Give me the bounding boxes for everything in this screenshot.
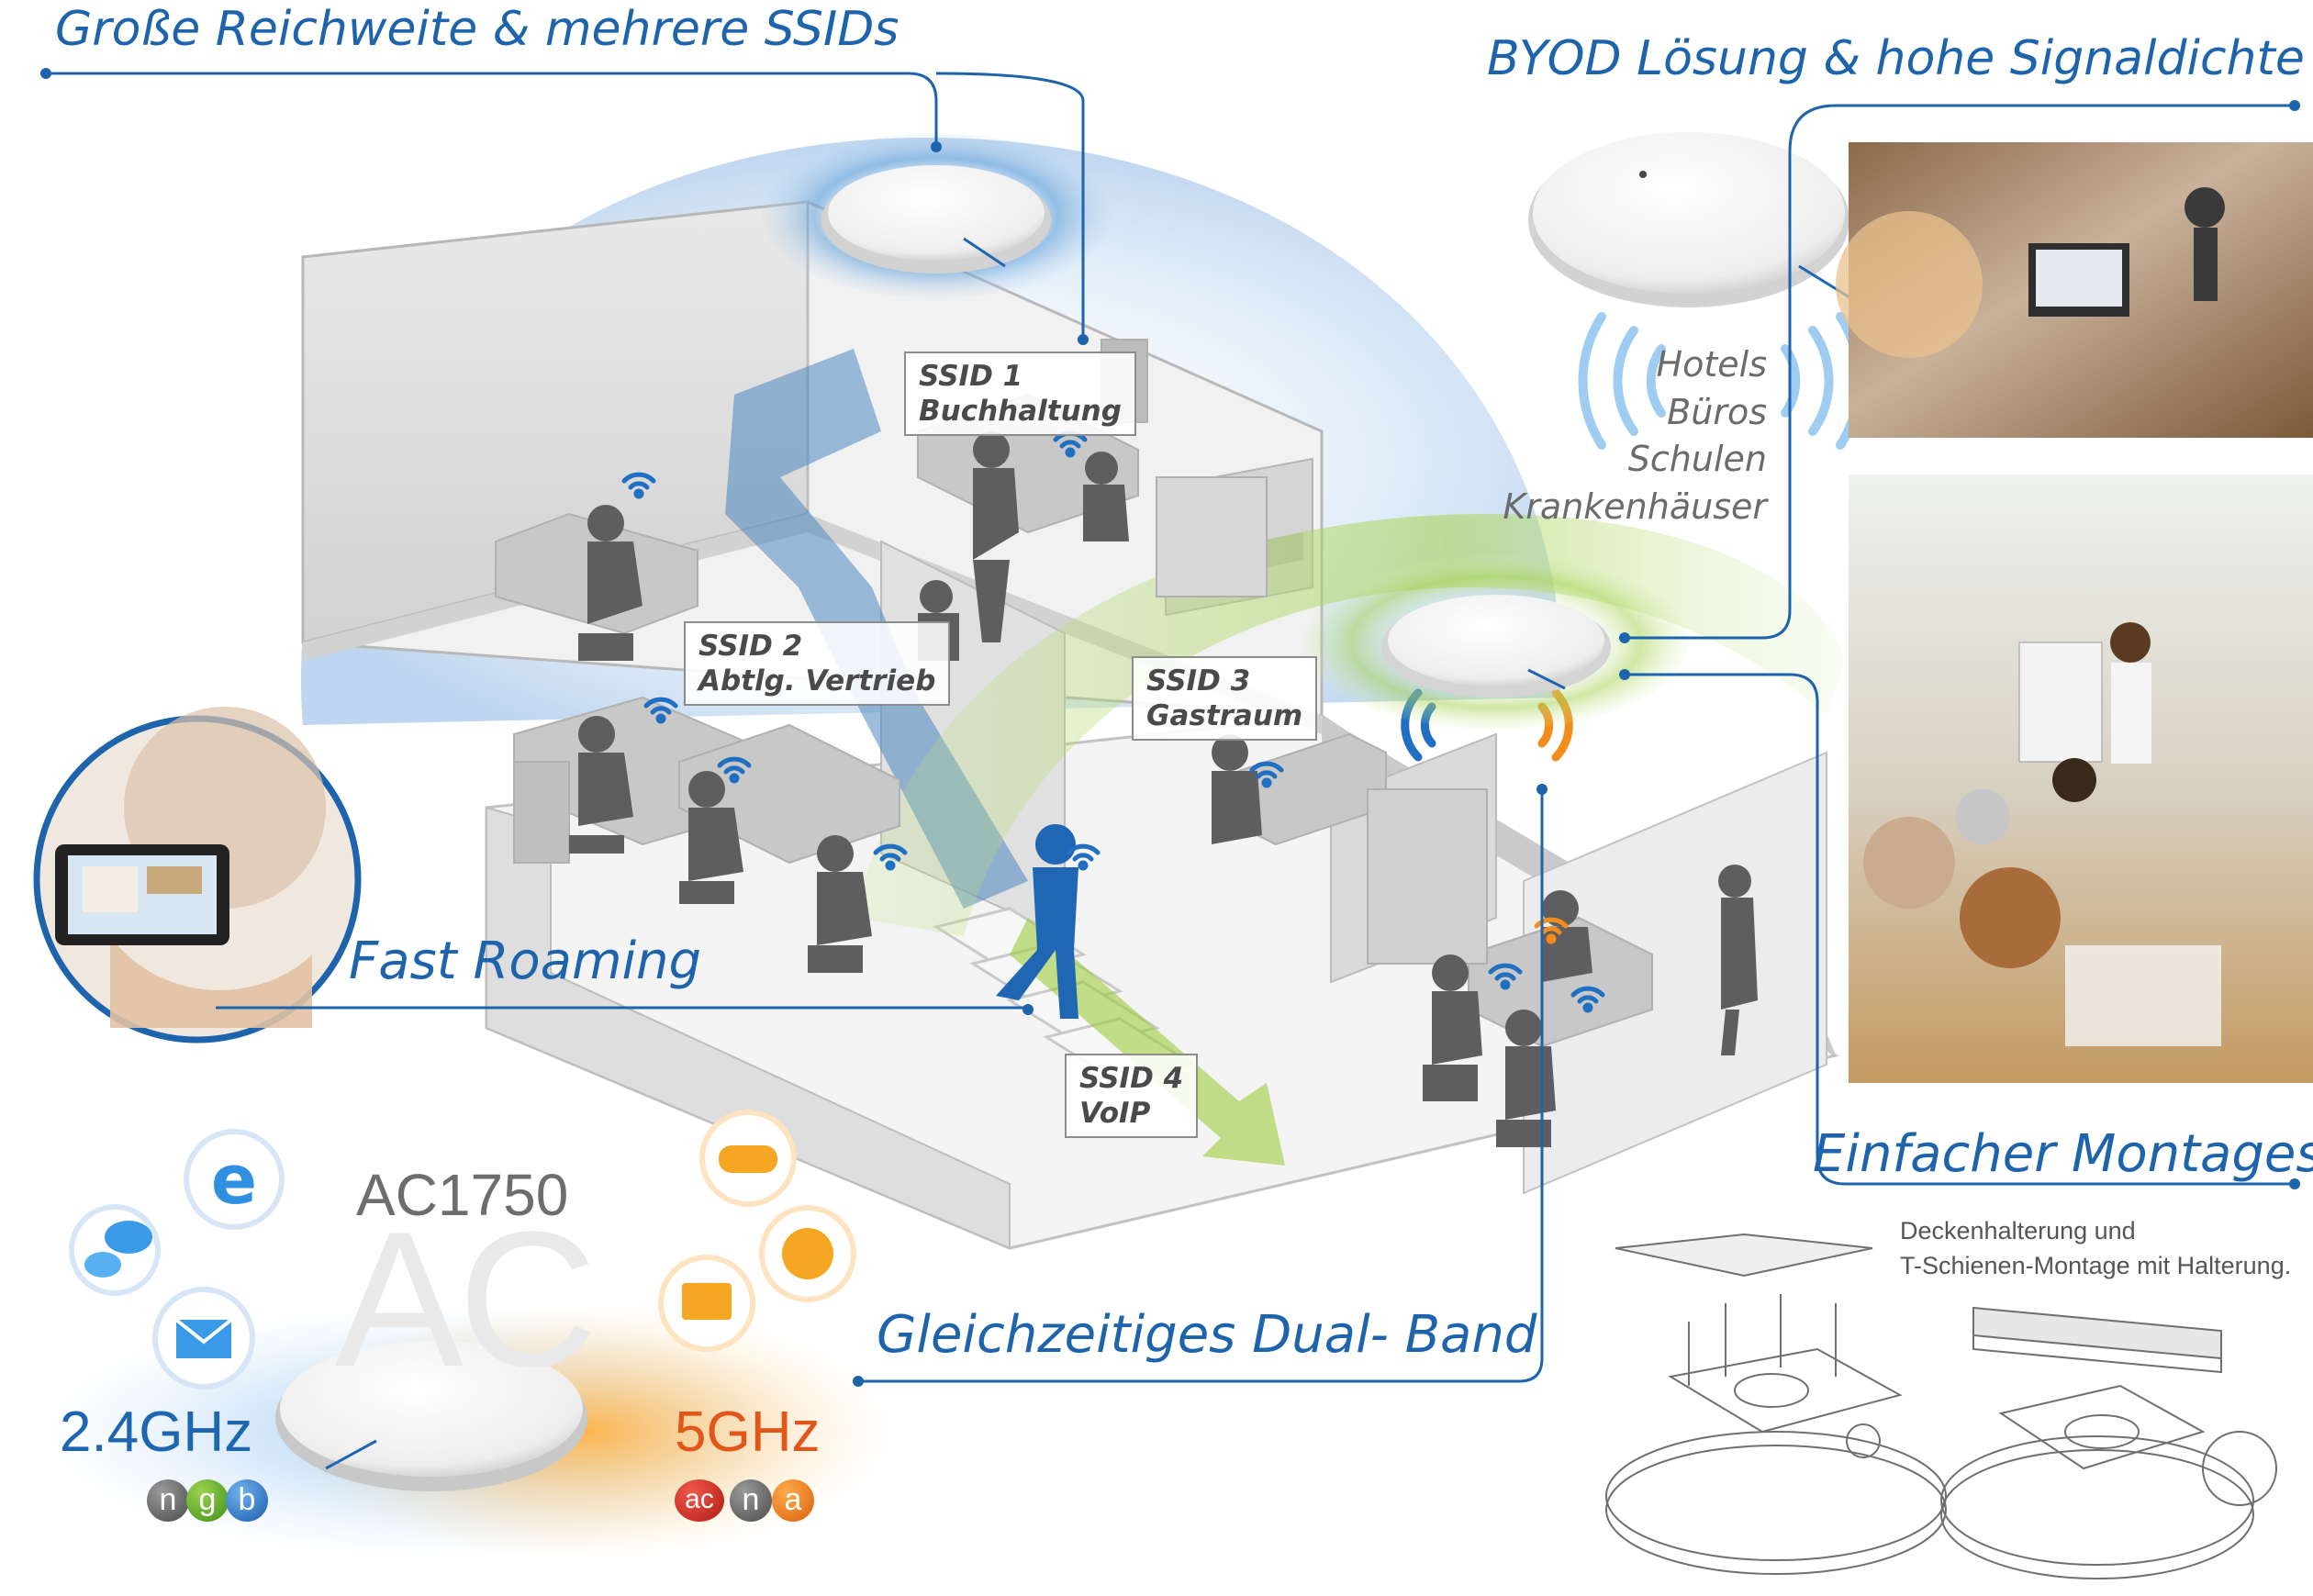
worker <box>569 716 633 854</box>
use-case-schools: Schulen <box>1627 439 1767 479</box>
ssid-name: SSID 3 <box>1146 664 1251 698</box>
mount-note-line: Deckenhalterung und <box>1900 1217 2136 1244</box>
wifi-icons <box>621 430 1605 1013</box>
internet-explorer-icon: e <box>184 1129 285 1230</box>
callout-dots <box>40 68 2300 1387</box>
access-point-room <box>1303 555 1689 730</box>
use-case-offices: Büros <box>1667 392 1767 432</box>
worker <box>1083 452 1129 541</box>
wifi-icon <box>717 756 752 784</box>
worker <box>1718 865 1758 1055</box>
ssid-department: Gastraum <box>1146 699 1303 732</box>
access-point-top <box>762 133 1111 298</box>
headline-dual-band: Gleichzeitiges Dual- Band <box>877 1305 1537 1365</box>
ssid-department: VoIP <box>1079 1097 1151 1130</box>
ssid-label-guest: SSID 3 Gastraum <box>1132 656 1318 741</box>
standard-badge: n <box>730 1479 772 1522</box>
worker <box>808 835 872 973</box>
wifi-icon <box>873 843 908 871</box>
worker <box>973 431 1019 642</box>
mount-note: Deckenhalterung und T-Schienen-Montage m… <box>1900 1213 2291 1283</box>
ssid-name: SSID 1 <box>919 360 1023 393</box>
ceiling-mount-drawing <box>1605 1233 1947 1575</box>
ssid-label-accounting: SSID 1 Buchhaltung <box>904 352 1136 436</box>
worker <box>679 771 743 904</box>
chat-icon <box>69 1204 161 1296</box>
fast-roaming-photo <box>33 707 362 1044</box>
svg-text:e: e <box>211 1141 257 1220</box>
wifi-icon <box>1488 963 1523 990</box>
standard-badge: g <box>186 1479 229 1522</box>
headline-range-ssids: Große Reichweite & mehrere SSIDs <box>55 2 900 57</box>
people <box>569 431 1758 1147</box>
wifi-icon <box>1066 843 1101 871</box>
band-5ghz-label: 5GHz <box>675 1401 821 1464</box>
wifi-icon <box>1249 761 1284 788</box>
meeting-photo <box>1849 474 2313 1083</box>
worker <box>578 505 642 661</box>
worker <box>1423 954 1482 1101</box>
model-name: AC1750 <box>356 1162 569 1228</box>
worker <box>1212 734 1262 844</box>
use-case-hospitals: Krankenhäuser <box>1503 486 1767 527</box>
gamepad-icon <box>699 1110 797 1207</box>
ac-logo: AC <box>335 1191 598 1407</box>
wifi-icon <box>1570 986 1605 1013</box>
standard-badge: n <box>147 1479 189 1522</box>
standard-badge: a <box>772 1479 814 1522</box>
voip-globe-icon <box>759 1205 856 1302</box>
green-coverage-arc <box>854 514 1845 936</box>
ssid-name: SSID 4 <box>1079 1062 1184 1095</box>
mount-note-line: T-Schienen-Montage mit Halterung. <box>1900 1252 2292 1279</box>
ssid-label-voip: SSID 4 VoIP <box>1065 1054 1199 1138</box>
wifi-icon <box>621 472 656 499</box>
headline-fast-roaming: Fast Roaming <box>349 932 702 991</box>
ssid-label-sales: SSID 2 Abtlg. Vertrieb <box>684 621 951 706</box>
ssid-name: SSID 2 <box>698 630 803 663</box>
roaming-person <box>996 824 1078 1019</box>
classroom-photo <box>1836 142 2313 438</box>
use-case-hotels: Hotels <box>1656 344 1767 385</box>
wifi-icon <box>643 697 678 724</box>
standard-badge: ac <box>675 1479 724 1522</box>
rail-mount-drawing <box>1940 1306 2277 1579</box>
ssid-department: Abtlg. Vertrieb <box>698 664 936 698</box>
band-24ghz-label: 2.4GHz <box>60 1401 253 1464</box>
iptv-icon <box>658 1255 755 1352</box>
ssid-department: Buchhaltung <box>919 395 1122 428</box>
headline-mounting: Einfacher Montagesatz <box>1813 1124 2313 1184</box>
standard-badge: b <box>226 1479 268 1522</box>
access-point-byod <box>1528 132 1860 307</box>
email-icon <box>152 1287 255 1390</box>
roaming-arrow <box>1010 918 1285 1166</box>
wifi-icon <box>1534 917 1569 944</box>
headline-byod: BYOD Lösung & hohe Signaldichte <box>1487 31 2305 86</box>
